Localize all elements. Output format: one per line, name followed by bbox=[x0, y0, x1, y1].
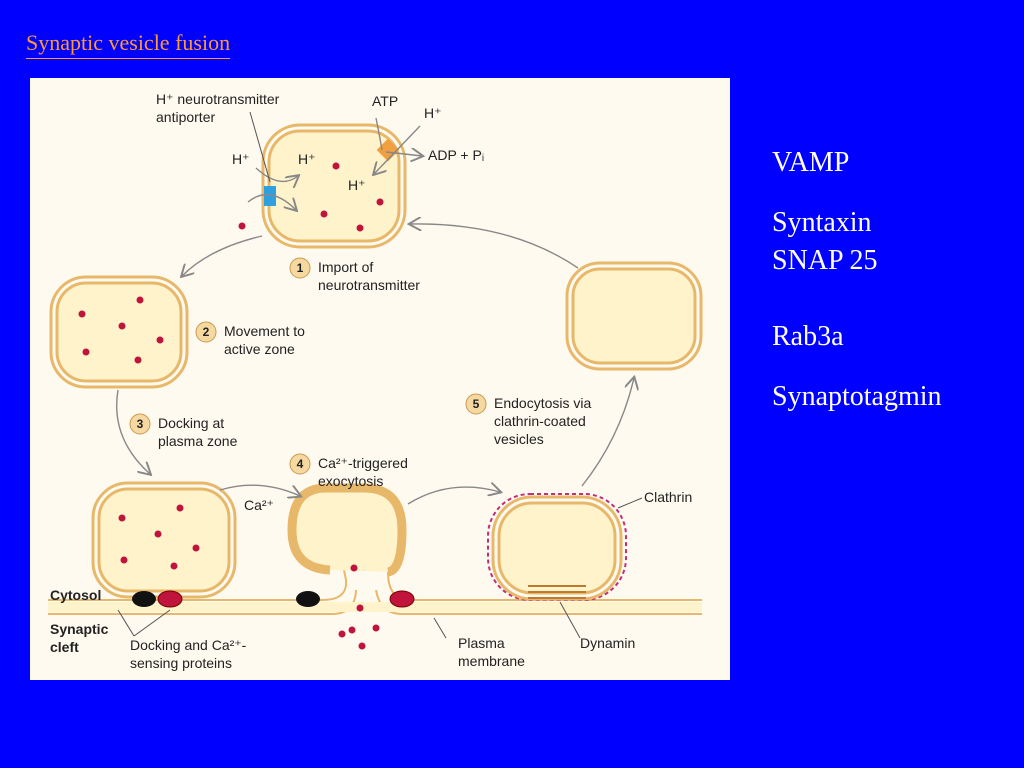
svg-text:1: 1 bbox=[297, 261, 304, 275]
atp-label: ATP bbox=[372, 93, 398, 109]
vesicle-clathrin bbox=[487, 493, 627, 601]
slide-title: Synaptic vesicle fusion bbox=[26, 30, 231, 59]
neurotransmitter-dot bbox=[134, 356, 142, 364]
antiporter-label: H⁺ neurotransmitter bbox=[156, 91, 280, 107]
vesicle-docked bbox=[91, 481, 237, 608]
svg-text:Import of: Import of bbox=[318, 259, 373, 275]
svg-text:Docking at: Docking at bbox=[158, 415, 224, 431]
antiporter-label: antiporter bbox=[156, 109, 215, 125]
neurotransmitter-dot bbox=[338, 630, 346, 638]
neurotransmitter-dot bbox=[356, 604, 364, 612]
neurotransmitter-dot bbox=[358, 642, 366, 650]
step-badge bbox=[289, 257, 311, 279]
vesicle-import bbox=[238, 117, 423, 249]
svg-text:5: 5 bbox=[473, 397, 480, 411]
docking-label: sensing proteins bbox=[130, 655, 232, 671]
antiporter-icon bbox=[264, 186, 276, 206]
svg-text:exocytosis: exocytosis bbox=[318, 473, 383, 489]
synaptic-cleft-label: Synaptic bbox=[50, 621, 109, 637]
neurotransmitter-dot bbox=[176, 504, 184, 512]
cycle-arrows bbox=[116, 224, 634, 505]
neurotransmitter-dot bbox=[154, 530, 162, 538]
dynamin-icon bbox=[528, 585, 586, 599]
step-4: 4 Ca²⁺-triggered exocytosis bbox=[289, 453, 408, 489]
neurotransmitter-dot bbox=[118, 322, 126, 330]
h-plus-label: H⁺ bbox=[232, 151, 250, 167]
docking-protein-red bbox=[389, 590, 415, 608]
term-rab3a: Rab3a bbox=[772, 321, 844, 352]
h-plus-label: H⁺ bbox=[424, 105, 442, 121]
svg-text:neurotransmitter: neurotransmitter bbox=[318, 277, 420, 293]
svg-text:3: 3 bbox=[137, 417, 144, 431]
neurotransmitter-dot bbox=[78, 310, 86, 318]
plasma-membrane-label: Plasma bbox=[458, 635, 505, 651]
term-vamp: VAMP bbox=[772, 147, 850, 178]
step-3: 3 Docking at plasma zone bbox=[129, 413, 238, 449]
term-syntaxin: Syntaxin bbox=[772, 207, 872, 238]
neurotransmitter-dot bbox=[120, 556, 128, 564]
synaptic-cleft-label: cleft bbox=[50, 639, 79, 655]
svg-text:2: 2 bbox=[203, 325, 210, 339]
step-badge bbox=[129, 413, 151, 435]
svg-text:Movement to: Movement to bbox=[224, 323, 305, 339]
step-5: 5 Endocytosis via clathrin-coated vesicl… bbox=[465, 393, 591, 447]
svg-text:vesicles: vesicles bbox=[494, 431, 544, 447]
step-badge bbox=[465, 393, 487, 415]
protein-term-list: VAMP Syntaxin SNAP 25 Rab3a Synaptotagmi… bbox=[772, 144, 942, 416]
clathrin-label: Clathrin bbox=[644, 489, 692, 505]
step-badge bbox=[195, 321, 217, 343]
vesicle-fusing bbox=[287, 483, 415, 650]
neurotransmitter-dot bbox=[118, 514, 126, 522]
neurotransmitter-dot bbox=[332, 162, 340, 170]
step-1: 1 Import of neurotransmitter bbox=[289, 257, 420, 293]
dynamin-label: Dynamin bbox=[580, 635, 635, 651]
cytosol-label: Cytosol bbox=[50, 587, 101, 603]
svg-text:clathrin-coated: clathrin-coated bbox=[494, 413, 586, 429]
h-plus-label: H⁺ bbox=[298, 151, 316, 167]
neurotransmitter-dot bbox=[356, 224, 364, 232]
svg-text:Endocytosis via: Endocytosis via bbox=[494, 395, 591, 411]
step-badge bbox=[289, 453, 311, 475]
vesicle-movement bbox=[49, 275, 189, 389]
svg-text:4: 4 bbox=[297, 457, 304, 471]
docking-protein-red bbox=[157, 590, 183, 608]
docking-protein-black bbox=[296, 591, 320, 607]
diagram-panel: 1 Import of neurotransmitter 2 Movement … bbox=[30, 78, 730, 680]
leader-lines bbox=[117, 111, 643, 639]
synaptic-cycle-diagram: 1 Import of neurotransmitter 2 Movement … bbox=[48, 91, 703, 671]
neurotransmitter-dot bbox=[372, 624, 380, 632]
adp-label: ADP + Pᵢ bbox=[428, 147, 484, 163]
neurotransmitter-dot bbox=[348, 626, 356, 634]
neurotransmitter-dot bbox=[82, 348, 90, 356]
ca2-label: Ca²⁺ bbox=[244, 497, 274, 513]
neurotransmitter-dot bbox=[320, 210, 328, 218]
vesicle-recycled bbox=[565, 261, 703, 371]
svg-text:Ca²⁺-triggered: Ca²⁺-triggered bbox=[318, 455, 408, 471]
step-2: 2 Movement to active zone bbox=[195, 321, 305, 357]
neurotransmitter-dot bbox=[170, 562, 178, 570]
neurotransmitter-dot bbox=[350, 564, 358, 572]
svg-text:active zone: active zone bbox=[224, 341, 295, 357]
docking-label: Docking and Ca²⁺- bbox=[130, 637, 247, 653]
neurotransmitter-dot bbox=[238, 222, 246, 230]
h-plus-label: H⁺ bbox=[348, 177, 366, 193]
neurotransmitter-dot bbox=[156, 336, 164, 344]
term-synaptotagmin: Synaptotagmin bbox=[772, 381, 942, 412]
svg-text:plasma zone: plasma zone bbox=[158, 433, 238, 449]
neurotransmitter-dot bbox=[376, 198, 384, 206]
neurotransmitter-dot bbox=[192, 544, 200, 552]
neurotransmitter-dot bbox=[136, 296, 144, 304]
term-snap25: SNAP 25 bbox=[772, 245, 878, 276]
docking-protein-black bbox=[132, 591, 156, 607]
plasma-membrane-label: membrane bbox=[458, 653, 525, 669]
